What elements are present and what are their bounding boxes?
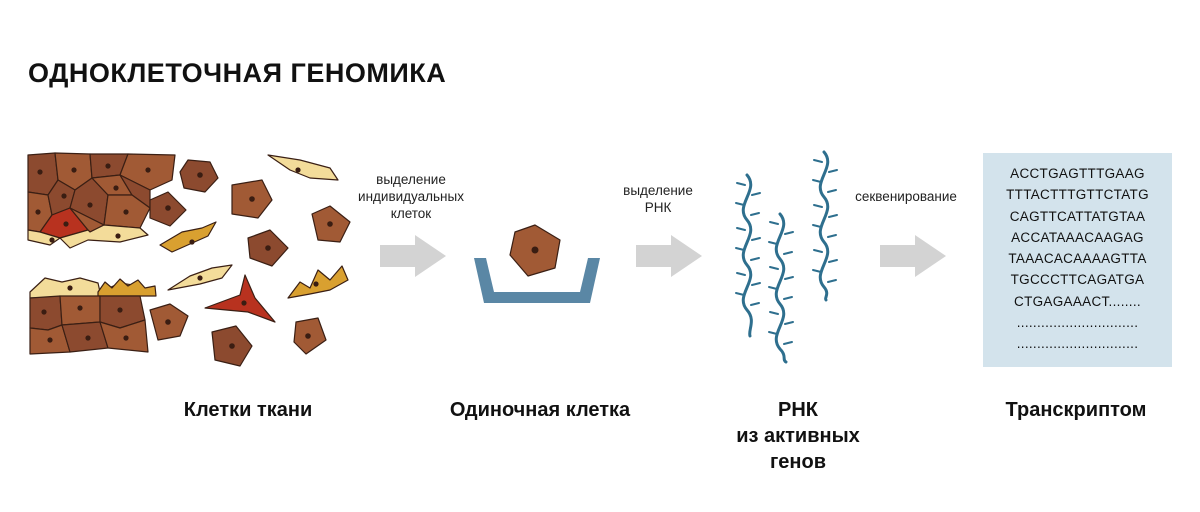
rna-strands [741, 150, 830, 364]
tissue-bottom-nuclei [41, 285, 129, 343]
step-label-tissue-cells: Клетки ткани [183, 399, 313, 421]
sequence-line: TTTACTTTGTTCTATG [1006, 187, 1149, 203]
arrow-2-label-line: РНК [644, 200, 672, 215]
step-label-rna-line: генов [769, 451, 827, 473]
sequence-line: CAGTTCATTATGTAA [1009, 208, 1146, 224]
arrow-1-label-line: индивидуальных [358, 189, 464, 204]
tissue-top-nuclei [35, 163, 151, 243]
single-cell-nucleus [531, 246, 539, 254]
step-label-rna: РНК из активных генов [708, 397, 888, 475]
arrow-2-label: выделение РНК [610, 182, 706, 216]
sequence-line: .............................. [1016, 315, 1139, 331]
arrow-1 [380, 235, 446, 277]
sequence-line: CTGAGAAACT........ [1014, 293, 1141, 309]
arrow-3-label-line: секвенирование [855, 189, 957, 204]
sequence-line: TGCCCTTCAGATGA [1010, 272, 1145, 288]
scattered-nuclei [165, 167, 333, 349]
arrow-3 [880, 235, 946, 277]
sequence-line: ACCTGAGTTTGAAG [1010, 166, 1145, 181]
arrow-2 [636, 235, 702, 277]
scattered-cells [149, 154, 351, 367]
arrow-3-label: секвенирование [846, 188, 966, 205]
rna-bases [735, 159, 838, 345]
step-label-single-cell: Одиночная клетка [449, 399, 631, 421]
transcript-box: ACCTGAGTTTGAAG TTTACTTTGTTCTATG CAGTTCAT… [983, 153, 1172, 367]
sequence-line: ACCATAAACAAGAG [1011, 229, 1144, 245]
page-title: ОДНОКЛЕТОЧНАЯ ГЕНОМИКА [28, 58, 447, 88]
arrow-1-label-line: клеток [390, 206, 432, 221]
tissue-cluster-bottom [29, 277, 157, 355]
arrow-1-label: выделение индивидуальных клеток [348, 171, 474, 222]
step-label-transcriptome: Транскриптом [1005, 399, 1147, 421]
sequence-line: .............................. [1016, 336, 1139, 352]
dish [474, 258, 600, 303]
step-label-rna-line: из активных [736, 425, 860, 447]
sequence-line: TAAACACAAAAGTTA [1008, 251, 1147, 267]
arrow-2-label-line: выделение [623, 183, 693, 198]
arrow-1-label-line: выделение [376, 172, 446, 187]
step-label-rna-line: РНК [778, 399, 818, 421]
